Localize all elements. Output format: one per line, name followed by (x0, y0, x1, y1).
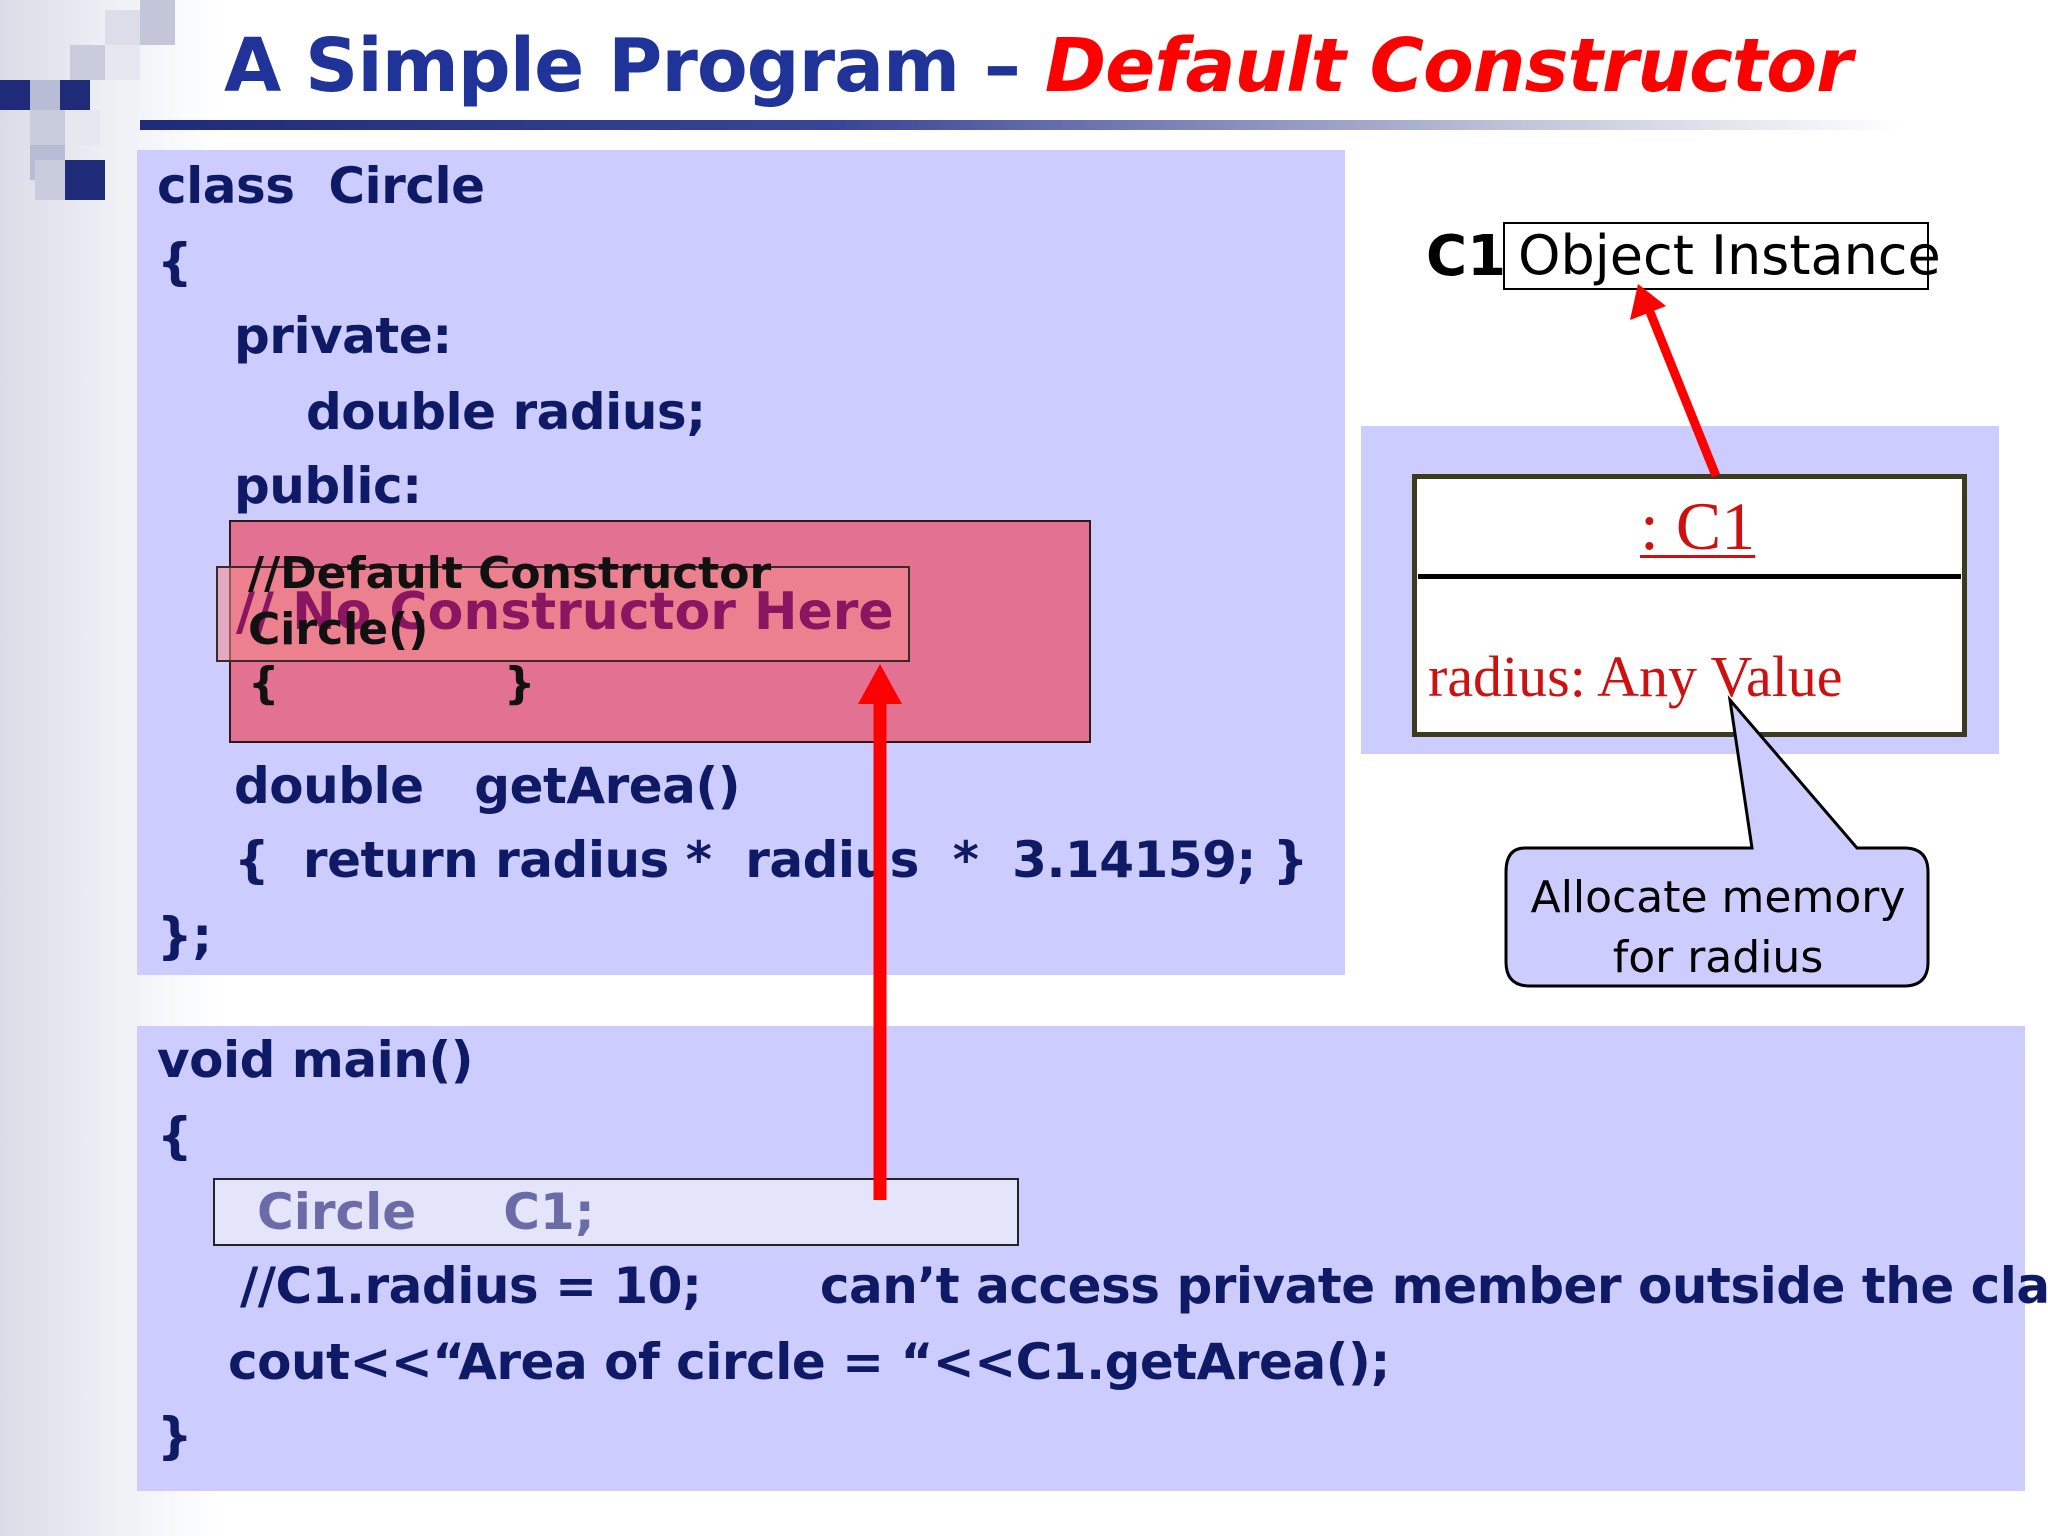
code-main-open: { (157, 1107, 193, 1165)
title-main: A Simple Program – (224, 23, 1045, 109)
code-getarea-body: { return radius * radius * 3.14159; } (234, 831, 1308, 889)
code-radius-field: double radius; (306, 383, 706, 441)
decorative-squares (0, 0, 175, 200)
uml-object-name: : C1 (1640, 488, 1756, 564)
title-accent: Default Constructor (1044, 23, 1853, 109)
callout-bubble (1504, 695, 1930, 988)
uml-object-box (1412, 474, 1967, 737)
code-class-decl: class Circle (157, 157, 485, 215)
instance-arrow-head (1630, 284, 1666, 320)
code-main-sig: void main() (157, 1031, 474, 1089)
object-instance-box (1503, 222, 1929, 290)
uml-attribute: radius: Any Value (1428, 644, 1843, 709)
code-open-brace: { (157, 233, 193, 291)
code-getarea-sig: double getArea() (234, 757, 741, 815)
slide-title: A Simple Program – Default Constructor (224, 18, 1853, 114)
instance-arrow-shaft (1645, 310, 1721, 478)
code-cout: cout<<“Area of circle = “<<C1.getArea(); (228, 1333, 1390, 1391)
title-underline (140, 120, 1900, 130)
ctor-signature: Circle() (248, 604, 429, 655)
ctor-close-brace: } (504, 658, 536, 709)
object-declaration: Circle C1; (257, 1183, 595, 1241)
callout-line-1: Allocate memory (1530, 872, 1906, 923)
ctor-comment: //Default Constructor (248, 548, 772, 599)
uml-divider (1418, 574, 1961, 579)
main-code-panel (137, 1026, 2025, 1491)
code-public: public: (234, 457, 422, 515)
object-instance-label: Object Instance (1518, 224, 1941, 287)
constructor-arrow-head (858, 664, 902, 704)
code-radius-comment: //C1.radius = 10; can’t access private m… (240, 1257, 2048, 1315)
code-private: private: (234, 307, 452, 365)
object-name: C1 (1426, 224, 1507, 289)
code-close-brace: }; (157, 907, 212, 965)
no-constructor-label-box (216, 566, 910, 662)
ctor-open-brace: { (248, 658, 280, 709)
callout-text: Allocate memory for radius (1508, 868, 1928, 988)
code-main-close: } (157, 1407, 193, 1465)
no-constructor-note: // No Constructor Here (236, 582, 894, 642)
callout-line-2: for radius (1612, 932, 1824, 983)
